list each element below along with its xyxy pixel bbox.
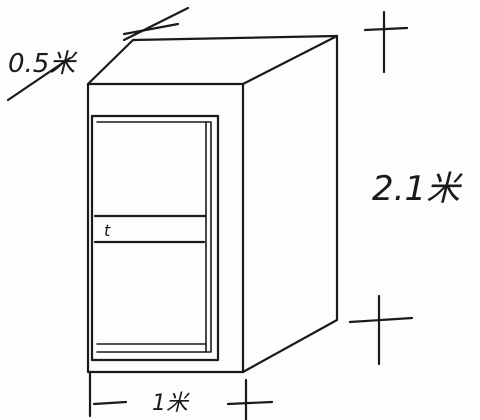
cabinet-door [90, 114, 220, 362]
height-bottom-cross-h [348, 316, 414, 324]
height-top-cross-h [363, 26, 409, 32]
depth-label: 0.5米 [8, 49, 78, 79]
depth-dimension-tick [122, 22, 180, 36]
door-inner-frame [96, 121, 212, 353]
cabinet-front-face [86, 82, 245, 374]
cabinet-top-face [86, 34, 339, 86]
cabinet-side-face [241, 34, 339, 374]
depth-dimension: 0.5米 [6, 6, 190, 102]
cabinet-shelf: t [93, 214, 207, 244]
door-outer-frame [90, 114, 220, 362]
depth-strike-line [6, 56, 72, 102]
cabinet-body [86, 34, 339, 374]
width-dimension: 1米 [88, 370, 274, 420]
width-right-tick-h [226, 400, 274, 406]
shelf-mark: t [104, 221, 111, 240]
width-label: 1米 [152, 391, 190, 416]
height-label: 2.1米 [372, 169, 463, 209]
depth-dimension-line [122, 6, 190, 42]
width-left-tick-h [92, 400, 128, 406]
height-dimension: 2.1米 [348, 10, 463, 366]
